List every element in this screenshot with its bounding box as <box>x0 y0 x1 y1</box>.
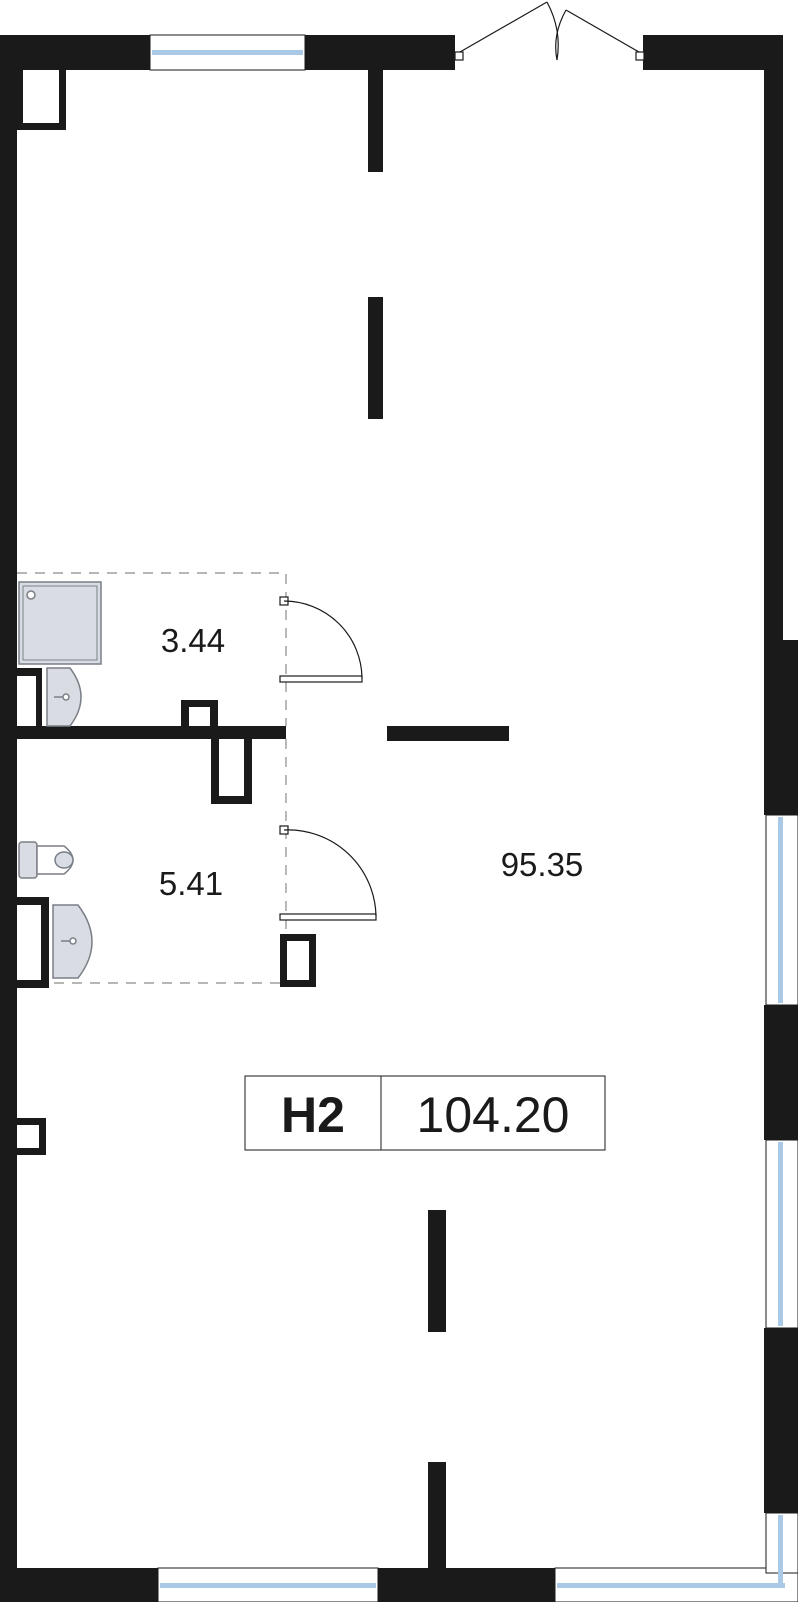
bathroom-doors <box>279 596 377 921</box>
partition-top-lower <box>368 297 383 419</box>
sink-icon-upper <box>46 667 82 727</box>
door-shower-room <box>279 596 363 683</box>
partition-horizontal-mid <box>387 726 509 741</box>
right-wall-upper <box>764 35 783 640</box>
interior-walls <box>17 60 509 1570</box>
unit-badge: Н2 104.20 <box>244 1075 606 1151</box>
shower-tray-icon <box>18 581 102 665</box>
top-wall-right <box>643 35 783 70</box>
partition-top-upper <box>368 60 383 172</box>
windows <box>149 34 798 1602</box>
toilet-room-outline <box>49 739 287 984</box>
toilet-room-area: 5.41 <box>159 865 223 902</box>
window-right-2 <box>765 1139 798 1329</box>
right-wall-pier-3 <box>764 1328 798 1513</box>
shaft-toilet-right <box>280 934 316 987</box>
top-wall-left <box>0 35 150 70</box>
shaft-top-left <box>17 70 66 130</box>
right-wall-pier-1 <box>764 640 798 815</box>
unit-badge-box <box>244 1075 606 1151</box>
shower-room-area: 3.44 <box>161 622 225 659</box>
fixtures <box>18 581 102 979</box>
partition-bottom-lower <box>428 1462 446 1570</box>
shaft-shower <box>181 700 218 728</box>
toilet-icon <box>18 841 74 879</box>
shaft-sink-lower <box>17 897 49 988</box>
shafts <box>17 70 316 1155</box>
window-corner <box>554 1512 798 1602</box>
unit-total-area: 104.20 <box>417 1087 570 1143</box>
main-room-area: 95.35 <box>501 846 584 883</box>
left-wall <box>0 35 17 1602</box>
window-bottom <box>157 1567 379 1602</box>
bottom-wall-left <box>0 1568 158 1602</box>
bathroom-divider-wall <box>17 726 286 739</box>
right-wall-pier-2 <box>764 1005 798 1140</box>
window-right-1 <box>765 814 798 1006</box>
bottom-wall-middle <box>378 1568 555 1602</box>
partition-bottom-upper <box>428 1210 446 1332</box>
entrance-double-door <box>454 1 645 61</box>
unit-code: Н2 <box>281 1087 345 1143</box>
bathroom-dashed-walls <box>17 572 287 984</box>
shaft-left-lower <box>17 1118 46 1155</box>
sink-icon-lower <box>52 904 93 979</box>
door-toilet-room <box>279 825 377 921</box>
window-top <box>149 34 306 71</box>
shaft-sink-upper <box>17 668 42 728</box>
shaft-below-divider <box>211 739 252 804</box>
exterior-walls <box>0 35 798 1602</box>
